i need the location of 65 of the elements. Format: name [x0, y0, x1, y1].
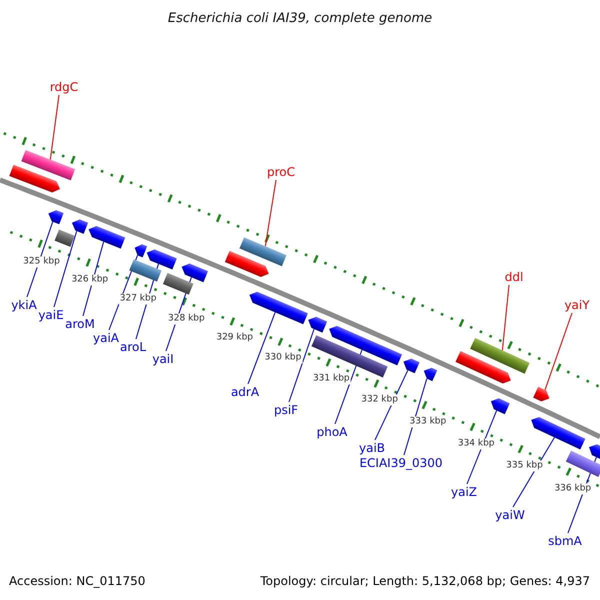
- gene-label: psiF: [274, 403, 298, 417]
- leader-line: [288, 328, 315, 402]
- leader-line: [248, 312, 276, 384]
- position-label: 336 kbp: [553, 484, 592, 494]
- gene-label: sbmA: [548, 534, 582, 548]
- gene-block: [88, 226, 126, 249]
- gene-block: [9, 164, 60, 192]
- gene-block: [424, 368, 438, 382]
- gene-block: [531, 417, 586, 450]
- position-label: 326 kbp: [70, 274, 110, 286]
- gene-block: [72, 219, 88, 234]
- position-label: 330 kbp: [264, 352, 302, 364]
- leader-line: [54, 230, 78, 308]
- feature-bar: [239, 237, 287, 266]
- position-label: 329 kbp: [215, 332, 254, 344]
- leader-line: [50, 94, 60, 160]
- gene-block: [403, 358, 420, 374]
- leader-line: [26, 221, 54, 298]
- gene-block: [146, 249, 177, 270]
- feature-bar: [470, 338, 530, 374]
- gene-label: aroL: [120, 340, 146, 354]
- gene-label: ykiA: [11, 298, 37, 312]
- gene-label: yaiI: [152, 352, 174, 366]
- feature-bar: [54, 230, 75, 247]
- feature-bar: [566, 450, 600, 477]
- genome-summary: Topology: circular; Length: 5,132,068 bp; Genes: 4,937: [260, 574, 590, 589]
- position-label: 333 kbp: [408, 416, 448, 428]
- leader-line: [264, 180, 276, 247]
- position-label: 325 kbp: [22, 256, 61, 268]
- gene-label: yaiA: [93, 331, 119, 345]
- gene-label: yaiZ: [451, 485, 477, 499]
- gene-block: [308, 316, 328, 333]
- gene-label: ddl: [504, 270, 524, 284]
- gene-block: [490, 398, 510, 414]
- position-label: 335 kbp: [505, 460, 544, 472]
- gene-block: [456, 351, 511, 384]
- gene-label: yaiB: [358, 441, 386, 455]
- feature-bar: [21, 150, 76, 180]
- gene-block: [533, 386, 550, 402]
- position-label: 328 kbp: [167, 314, 206, 324]
- gene-label: rdgC: [50, 80, 78, 94]
- gene-label: proC: [267, 165, 295, 179]
- leader-line: [544, 312, 572, 390]
- title: Escherichia coli IAI39, complete genome: [166, 10, 434, 28]
- gene-label: aroM: [65, 317, 95, 331]
- gene-label: ECIAI39_0300: [359, 456, 443, 470]
- gene-label: phoA: [316, 425, 348, 439]
- gene-block: [249, 292, 308, 324]
- gene-label: adrA: [230, 385, 260, 399]
- gene-label: yaiW: [495, 508, 525, 522]
- gene-block: [48, 210, 64, 224]
- position-label: 332 kbp: [360, 394, 399, 406]
- gene-label: yaiE: [38, 308, 64, 322]
- gene-block: [589, 444, 600, 462]
- feature-bar: [162, 272, 194, 295]
- position-label: 327 kbp: [118, 294, 158, 304]
- gene-block: [134, 244, 148, 258]
- position-label: 331 kbp: [312, 374, 351, 384]
- gene-label: yaiY: [564, 298, 590, 312]
- leader-line: [502, 284, 510, 351]
- gene-block: [182, 263, 208, 282]
- gene-block: [329, 326, 402, 366]
- gene-block: [224, 250, 269, 277]
- position-label: 334 kbp: [456, 438, 496, 450]
- accession-label: Accession: NC_011750: [9, 574, 146, 589]
